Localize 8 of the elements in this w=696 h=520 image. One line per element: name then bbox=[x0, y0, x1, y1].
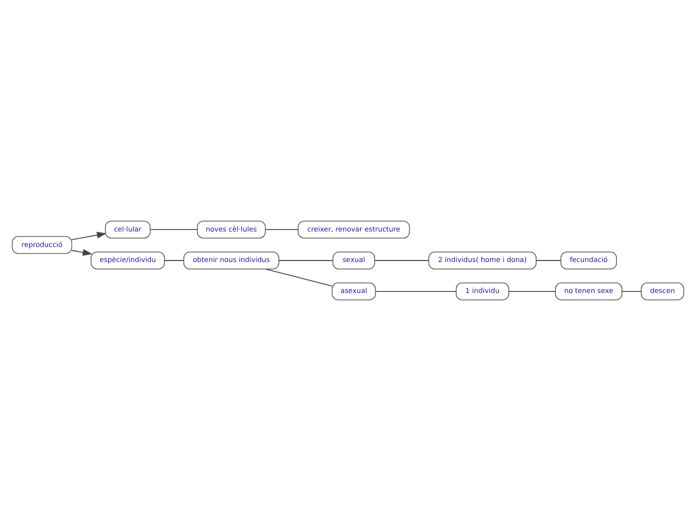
connector bbox=[375, 290, 457, 292]
connector bbox=[508, 290, 556, 292]
connector bbox=[622, 290, 642, 292]
connector bbox=[265, 268, 332, 286]
connector bbox=[150, 228, 198, 230]
arrow bbox=[71, 248, 92, 256]
arrow bbox=[71, 231, 107, 240]
connector bbox=[265, 228, 298, 230]
